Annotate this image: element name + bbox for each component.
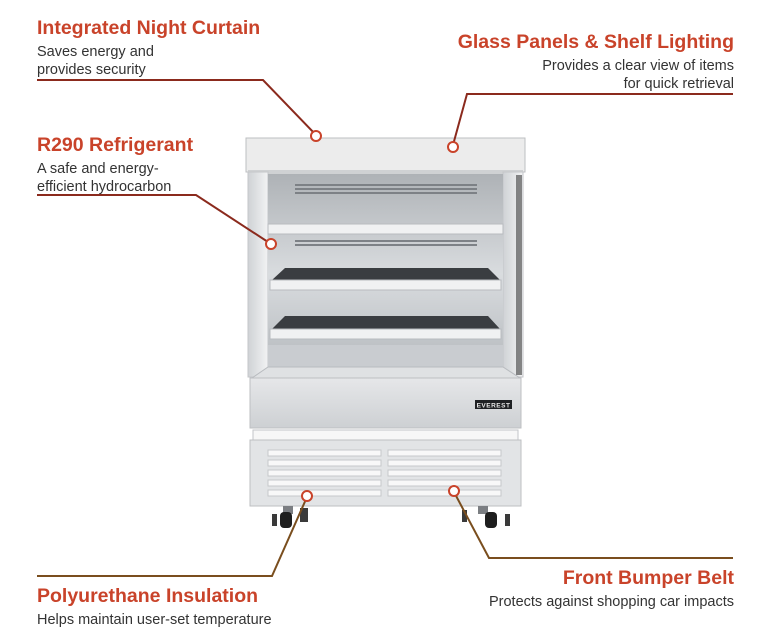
louver-grille bbox=[267, 449, 502, 497]
callout-night-curtain: Integrated Night Curtain Saves energy an… bbox=[37, 16, 260, 79]
callout-glass-panels: Glass Panels & Shelf Lighting Provides a… bbox=[458, 30, 734, 93]
callout-description: Helps maintain user-set temperature bbox=[37, 612, 272, 628]
callout-title: Glass Panels & Shelf Lighting bbox=[457, 31, 734, 53]
callout-front-bumper-belt: Front Bumper Belt Protects against shopp… bbox=[489, 566, 734, 611]
marker-bumper bbox=[448, 485, 460, 497]
middle-vent bbox=[295, 240, 477, 246]
leader-bumper bbox=[453, 491, 733, 559]
leader-night-curtain bbox=[37, 79, 317, 136]
callout-title: R290 Refrigerant bbox=[37, 134, 194, 156]
marker-r290 bbox=[265, 238, 277, 250]
callout-title: Front Bumper Belt bbox=[562, 567, 734, 589]
callout-description: Protects against shopping car impacts bbox=[488, 594, 734, 610]
upper-vent bbox=[295, 184, 477, 194]
marker-night-curtain bbox=[310, 130, 322, 142]
callout-description: A safe and energy- efficient hydrocarbon bbox=[37, 161, 172, 195]
leader-glass-panels bbox=[452, 93, 733, 146]
casters bbox=[272, 506, 510, 528]
marker-glass-panels bbox=[447, 141, 459, 153]
callout-description: Saves energy and provides security bbox=[37, 44, 154, 78]
leader-insulation bbox=[37, 496, 308, 577]
callout-description: Provides a clear view of items for quick… bbox=[542, 58, 734, 92]
front-bumper-belt bbox=[252, 429, 519, 441]
canopy bbox=[245, 137, 526, 173]
callout-r290-refrigerant: R290 Refrigerant A safe and energy- effi… bbox=[37, 133, 193, 196]
shelf-2 bbox=[269, 279, 502, 291]
marker-insulation bbox=[301, 490, 313, 502]
callout-title: Polyurethane Insulation bbox=[37, 585, 259, 607]
left-side-panel bbox=[247, 171, 269, 378]
display-fridge: EVEREST bbox=[245, 137, 526, 528]
brand-plate bbox=[475, 400, 512, 409]
leader-r290 bbox=[37, 194, 269, 243]
callout-title: Integrated Night Curtain bbox=[37, 17, 261, 39]
marker-dots bbox=[265, 130, 460, 502]
brand-plate-text: EVEREST bbox=[477, 403, 511, 410]
callout-polyurethane-insulation: Polyurethane Insulation Helps maintain u… bbox=[37, 584, 272, 629]
shelf-1 bbox=[267, 223, 504, 235]
shelf-3 bbox=[269, 328, 502, 340]
leader-lines bbox=[37, 79, 733, 577]
